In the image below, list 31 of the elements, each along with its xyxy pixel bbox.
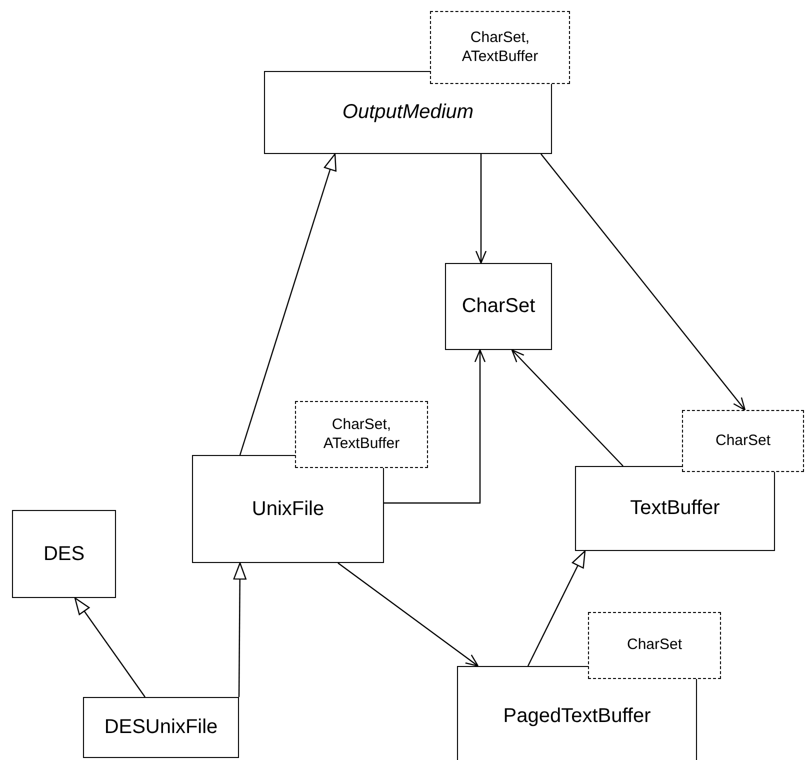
association-arrow bbox=[338, 562, 479, 667]
template-parameter-box bbox=[588, 612, 721, 679]
class-name: DES bbox=[43, 542, 85, 566]
class-box bbox=[445, 263, 552, 350]
parameter-text: CharSet bbox=[626, 636, 682, 655]
parameter-text: CharSet, ATextBuffer bbox=[322, 416, 401, 454]
parameter-text: CharSet bbox=[715, 432, 771, 450]
parameter-text: CharSet, ATextBuffer bbox=[460, 28, 540, 66]
generalization-arrow bbox=[74, 597, 146, 698]
class-box bbox=[457, 666, 697, 760]
generalization-arrow bbox=[233, 562, 246, 697]
template-parameter-box bbox=[295, 401, 428, 468]
class-box bbox=[12, 510, 116, 598]
association-arrow bbox=[384, 349, 486, 504]
class-name: TextBuffer bbox=[630, 497, 720, 520]
class-name: CharSet bbox=[462, 295, 536, 318]
association-arrow bbox=[511, 349, 624, 466]
association-arrow bbox=[475, 154, 487, 264]
class-name: UnixFile bbox=[252, 498, 324, 520]
generalization-arrow bbox=[527, 550, 586, 666]
generalization-arrow bbox=[239, 153, 336, 456]
class-box bbox=[575, 466, 775, 551]
class-box bbox=[83, 697, 239, 758]
association-arrow bbox=[540, 154, 746, 411]
template-parameter-box bbox=[430, 11, 570, 84]
template-parameter-box bbox=[682, 410, 804, 472]
class-name: DESUnixFile bbox=[104, 716, 218, 739]
class-name: PagedTextBuffer bbox=[503, 705, 651, 728]
class-box bbox=[192, 455, 384, 563]
class-name: OutputMedium bbox=[342, 101, 474, 124]
class-box bbox=[264, 71, 552, 154]
